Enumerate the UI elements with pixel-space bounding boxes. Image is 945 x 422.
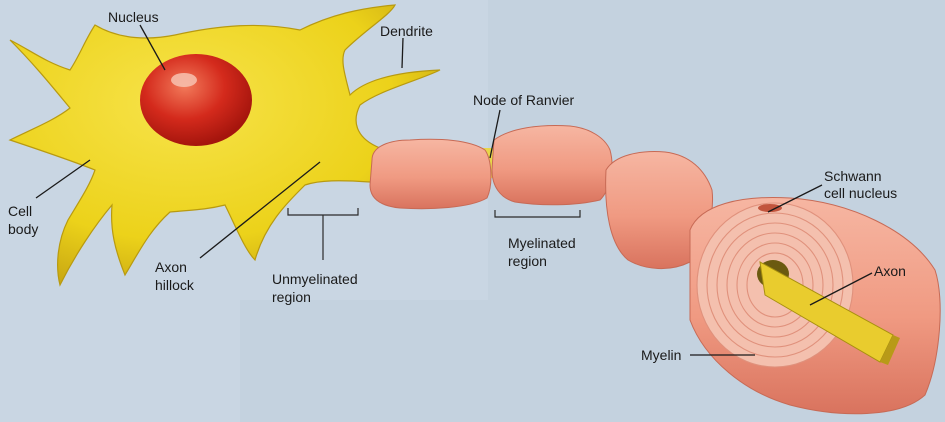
cell-body-shape	[10, 5, 440, 285]
dendrite-leader	[402, 38, 403, 68]
label-cell-body-2: body	[8, 221, 38, 237]
cell-body-leader	[36, 160, 90, 198]
myelin-segment-2	[492, 126, 612, 205]
myelin-segment-1	[370, 139, 491, 208]
label-schwann-1: Schwann	[824, 168, 882, 184]
label-axon-hillock-1: Axon	[155, 259, 187, 275]
label-axon: Axon	[874, 263, 906, 279]
label-cell-body-1: Cell	[8, 203, 32, 219]
label-schwann-2: cell nucleus	[824, 185, 897, 201]
label-unmyelinated-1: Unmyelinated	[272, 271, 358, 287]
label-nucleus: Nucleus	[108, 9, 159, 25]
label-dendrite: Dendrite	[380, 23, 433, 39]
nucleus-shape	[140, 54, 252, 146]
label-axon-hillock-2: hillock	[155, 277, 195, 293]
unmyelinated-bracket	[288, 208, 358, 260]
label-myelin: Myelin	[641, 347, 681, 363]
label-unmyelinated-2: region	[272, 289, 311, 305]
label-myelinated-1: Myelinated	[508, 235, 576, 251]
label-myelinated-2: region	[508, 253, 547, 269]
label-node-of-ranvier: Node of Ranvier	[473, 92, 575, 108]
